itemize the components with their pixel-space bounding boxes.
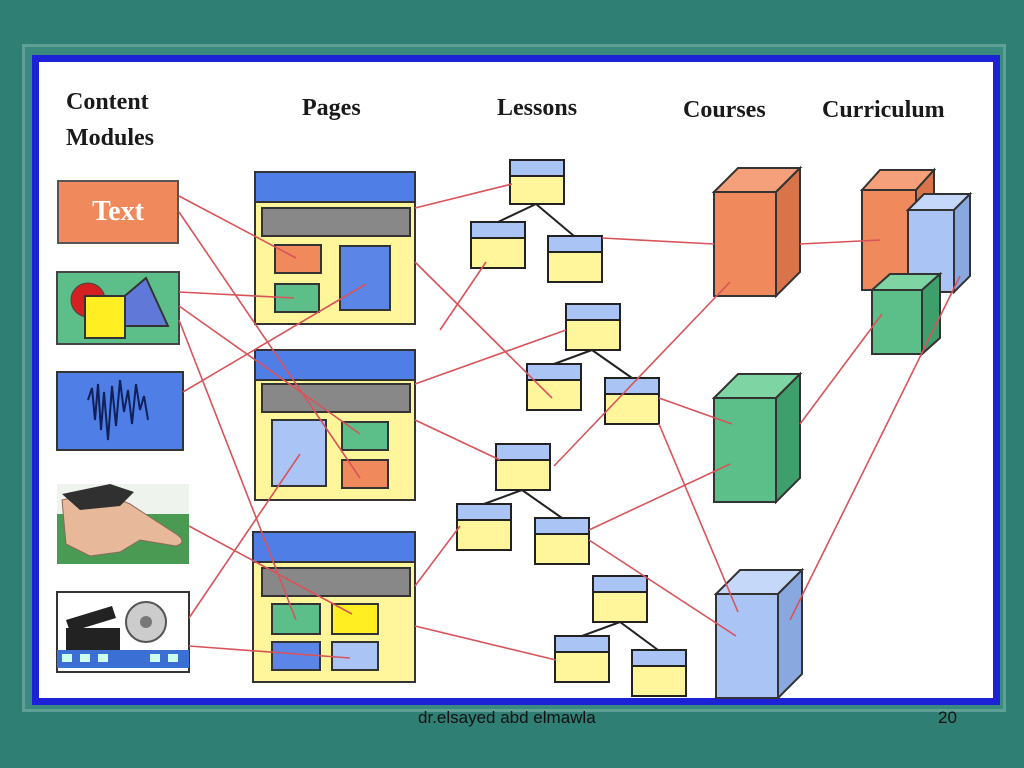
header-pages: Pages xyxy=(302,95,361,121)
course-orange xyxy=(711,165,803,299)
lesson-tree-1 xyxy=(470,159,603,283)
header-content-modules: Content Modules xyxy=(66,84,196,156)
page-3 xyxy=(252,531,416,683)
module-audio xyxy=(56,371,184,451)
header-curriculum: Curriculum xyxy=(822,97,945,123)
curriculum-stack xyxy=(859,167,973,357)
lesson-tree-2 xyxy=(526,303,660,425)
footer-author: dr.elsayed abd elmawla xyxy=(418,708,596,727)
connection-lines xyxy=(178,183,961,661)
header-content-modules-text: Content Modules xyxy=(66,89,155,151)
page-1 xyxy=(254,171,416,325)
page-2 xyxy=(254,349,416,501)
module-video xyxy=(56,591,190,673)
module-shapes xyxy=(56,271,180,345)
header-courses: Courses xyxy=(683,97,766,123)
lesson-tree-4 xyxy=(554,575,687,697)
lesson-tree-3 xyxy=(456,443,590,565)
course-green xyxy=(711,371,803,505)
module-text-label: Text xyxy=(92,196,144,227)
header-lessons: Lessons xyxy=(497,95,578,121)
footer-page-number: 20 xyxy=(938,708,957,727)
module-interactive xyxy=(57,484,189,564)
course-blue xyxy=(713,567,805,701)
module-text: Text xyxy=(57,180,179,244)
